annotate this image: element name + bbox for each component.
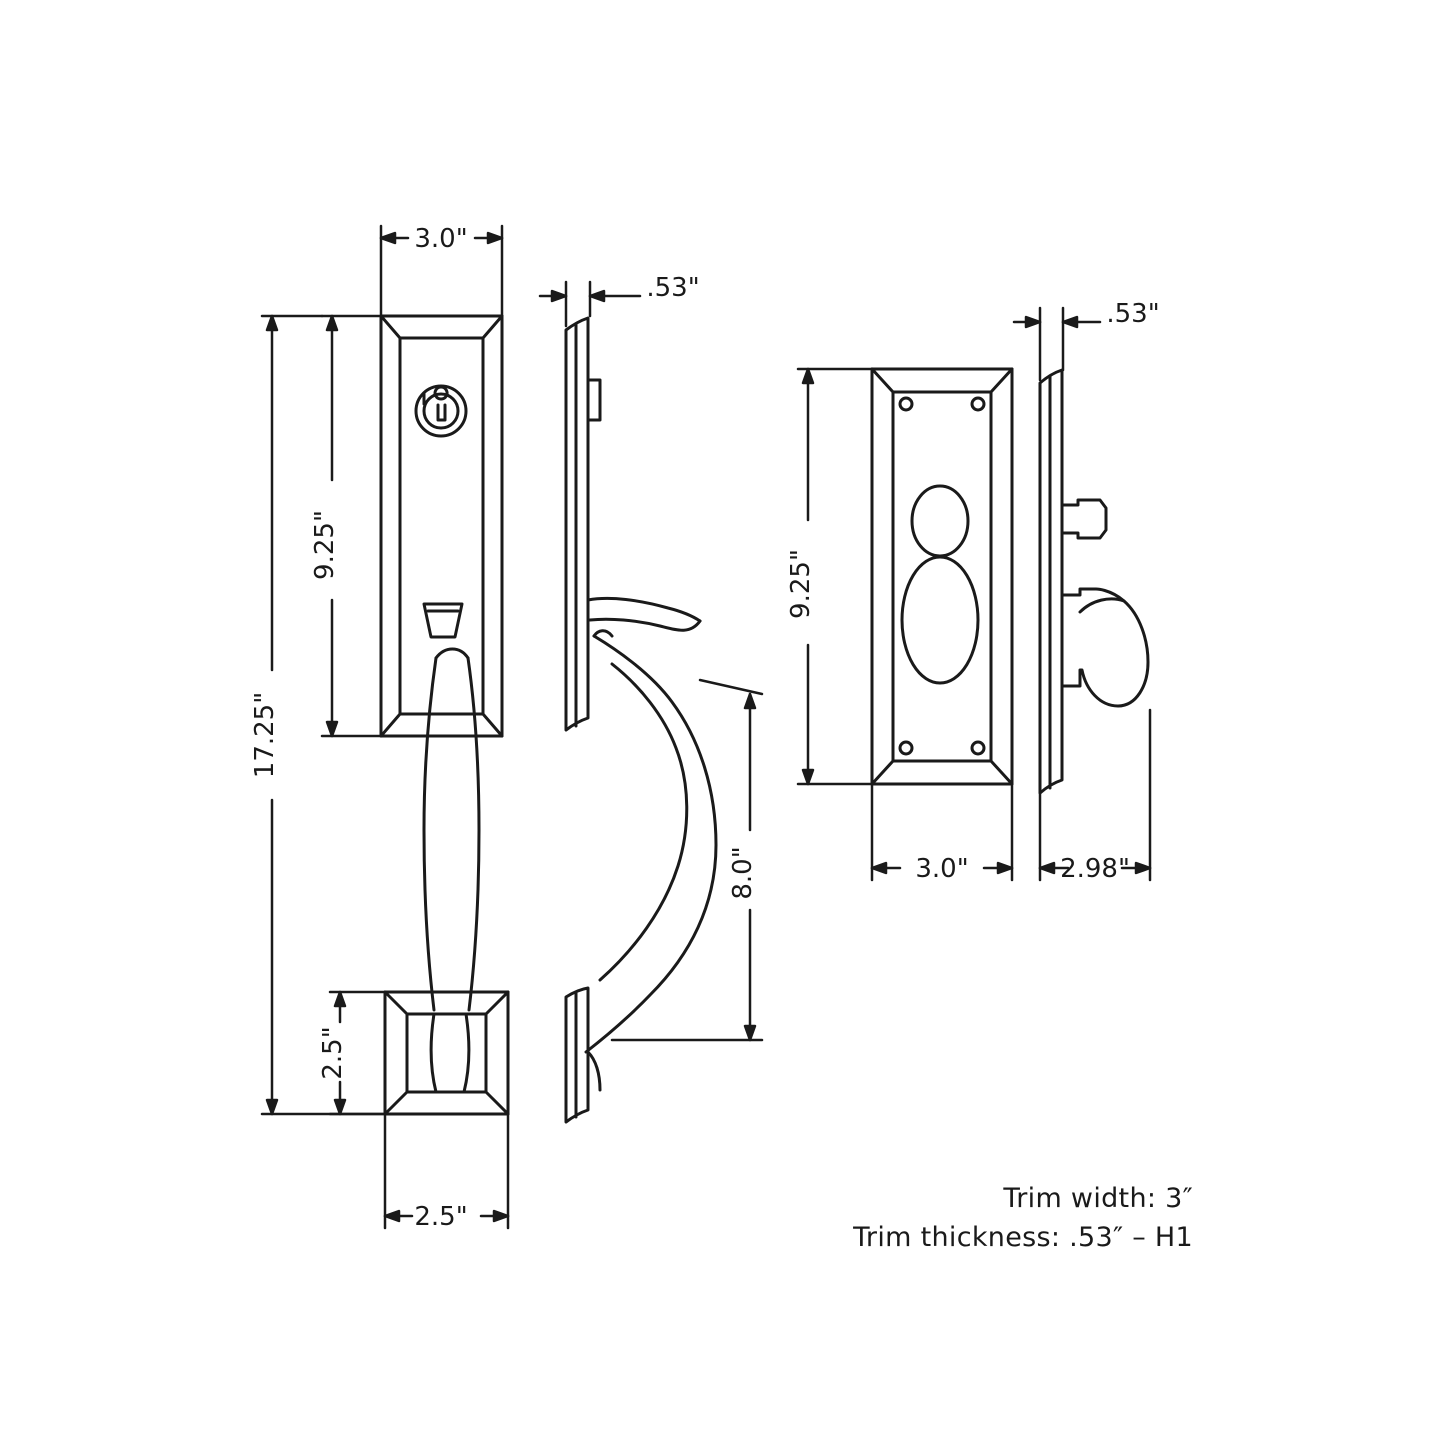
dimension-label-base-height: 2.5" bbox=[318, 1026, 348, 1079]
interior-plate-side-view bbox=[1038, 368, 1150, 795]
exterior-grip-side-view bbox=[584, 629, 718, 1054]
dimension-label-base-width: 2.5" bbox=[414, 1202, 467, 1232]
exterior-base-side-view bbox=[564, 986, 602, 1124]
dimension-escutcheon-width bbox=[379, 224, 504, 318]
dimension-overall-height bbox=[260, 314, 387, 1116]
dimension-label-trim-thickness-front: .53" bbox=[646, 273, 699, 303]
dimension-label-interior-plate-height: 9.25" bbox=[786, 549, 816, 619]
dimension-label-escutcheon-height: 9.25" bbox=[310, 510, 340, 580]
dimension-label-interior-plate-width: 3.0" bbox=[915, 854, 968, 884]
dimension-trim-thickness-front bbox=[538, 280, 642, 328]
note-trim-width: Trim width: 3″ bbox=[1003, 1183, 1193, 1215]
dimension-label-overall-height: 17.25" bbox=[250, 692, 280, 778]
exterior-thumblatch-side-view bbox=[586, 596, 702, 632]
dimension-escutcheon-height bbox=[320, 314, 383, 738]
dimension-label-escutcheon-width: 3.0" bbox=[414, 224, 467, 254]
exterior-escutcheon-side-view bbox=[564, 316, 602, 732]
interior-plate-front-view bbox=[870, 367, 1014, 786]
exterior-base-front-view bbox=[383, 990, 510, 1116]
dimension-label-trim-thickness-interior: .53" bbox=[1106, 299, 1159, 329]
exterior-escutcheon-front-view bbox=[379, 314, 504, 738]
dimension-label-grip-length: 8.0" bbox=[728, 846, 758, 899]
dimension-interior-plate-width bbox=[870, 782, 1014, 882]
dimension-base-height bbox=[328, 990, 387, 1116]
dimension-grip-length bbox=[610, 678, 764, 1042]
note-trim-thickness: Trim thickness: .53″ – H1 bbox=[853, 1221, 1193, 1253]
dimension-knob-projection bbox=[1038, 708, 1152, 882]
dimension-base-width bbox=[383, 1112, 510, 1230]
exterior-grip-front-view bbox=[422, 647, 481, 1012]
trim-notes: Trim width: 3″ Trim thickness: .53″ – H1 bbox=[853, 1180, 1193, 1257]
dimension-label-knob-projection: 2.98" bbox=[1060, 854, 1130, 884]
dimension-interior-plate-height bbox=[796, 367, 874, 786]
dimension-trim-thickness-interior bbox=[1012, 306, 1102, 382]
